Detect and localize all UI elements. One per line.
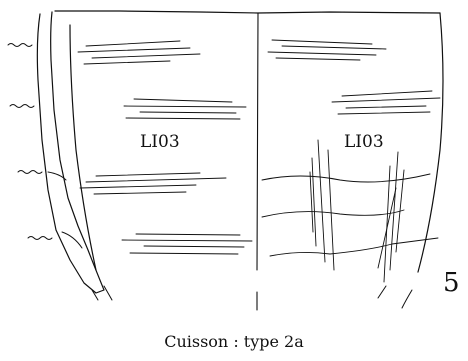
left-break-2 <box>103 285 113 301</box>
plate-number: 5 <box>443 268 460 298</box>
rim-top-line <box>54 10 441 14</box>
fracture-mark-4 <box>27 236 53 240</box>
fracture-mark-3 <box>17 170 43 174</box>
figure-caption: Cuisson : type 2a <box>164 332 304 351</box>
fracture-mark-1 <box>7 43 33 47</box>
profile-section <box>36 11 105 294</box>
profile-break-1 <box>47 171 67 181</box>
fracture-mark-2 <box>9 104 35 108</box>
centre-divider <box>256 12 259 271</box>
left-sherd-label: LI03 <box>140 132 180 152</box>
left-striations <box>77 40 253 255</box>
left-body-outline <box>69 24 97 271</box>
right-striations <box>267 39 441 115</box>
profile-break-2 <box>61 231 83 249</box>
right-break-1 <box>401 289 413 309</box>
right-sherd-label: LI03 <box>344 132 384 152</box>
right-body-outline <box>417 12 444 273</box>
left-break-1 <box>91 289 99 301</box>
right-lattice <box>261 139 439 283</box>
right-break-2 <box>377 285 387 299</box>
